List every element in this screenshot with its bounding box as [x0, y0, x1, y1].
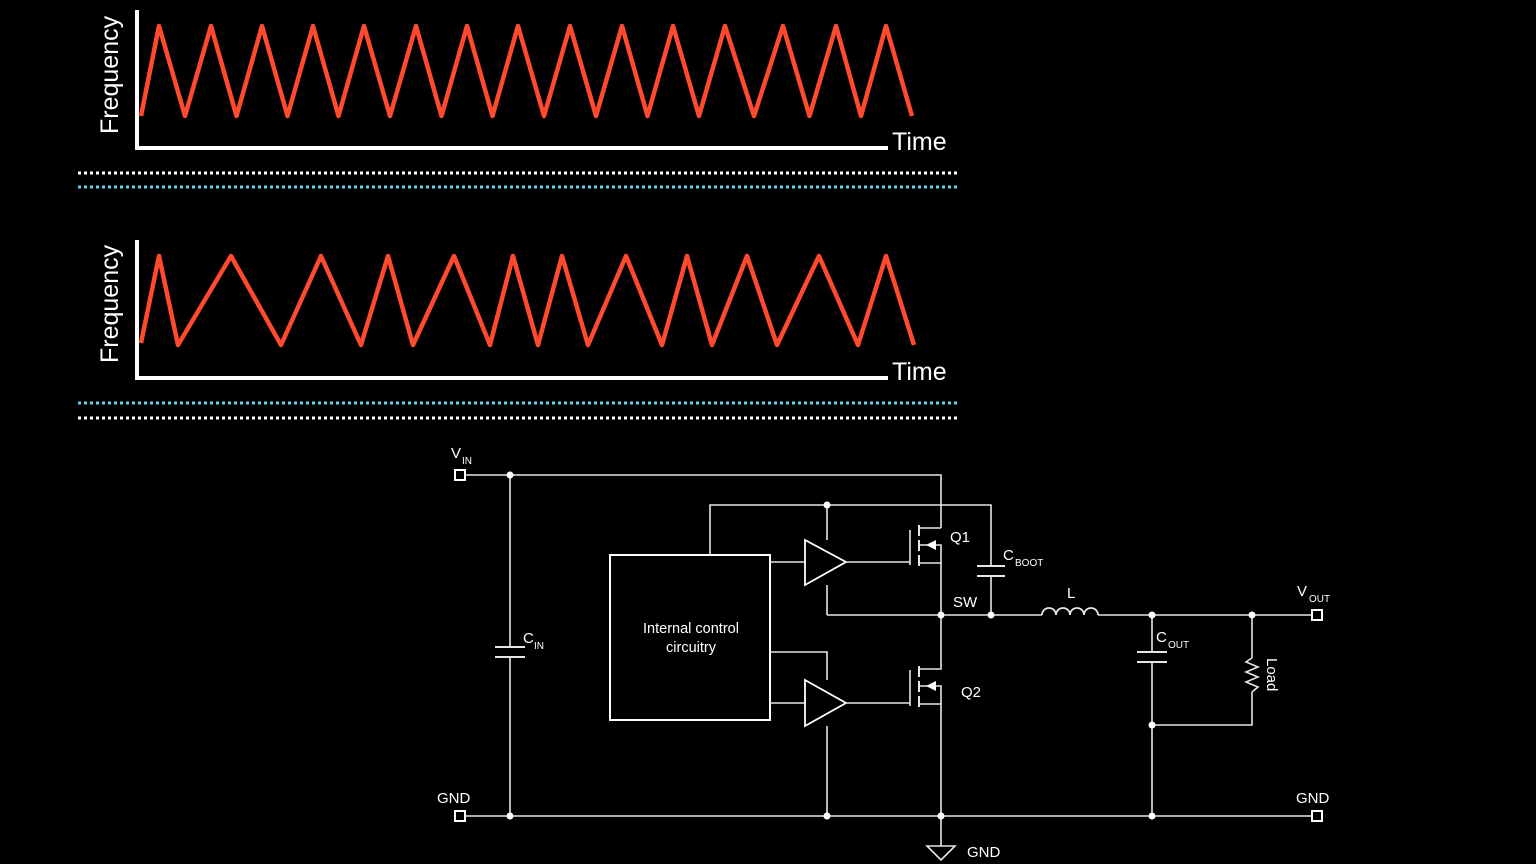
- chart-2-xlabel: Time: [892, 358, 947, 386]
- q1-label: Q1: [950, 529, 970, 546]
- chart-2-waveform: [138, 253, 917, 348]
- driver2-triangle: [804, 678, 848, 728]
- inductor-coil: [1041, 607, 1099, 616]
- cin-label: C: [523, 630, 534, 647]
- q2-mosfet: [909, 615, 942, 816]
- chart-2-axes: [135, 240, 888, 380]
- cout-label-sub: OUT: [1168, 640, 1189, 651]
- chart-2-ylabel: Frequency: [96, 244, 124, 363]
- driver1-triangle: [804, 538, 848, 587]
- chart-1-axes: [135, 10, 888, 150]
- vin-rail: [465, 474, 942, 528]
- control-label-line2: circuitry: [666, 640, 717, 656]
- load-wire-bottom: [1152, 692, 1253, 726]
- cin-label-sub: IN: [534, 641, 544, 652]
- vout-terminal: [1311, 609, 1323, 621]
- internal-control-box: [609, 554, 771, 721]
- chart-1-xlabel: Time: [892, 128, 947, 156]
- inductor-label: L: [1067, 585, 1075, 602]
- chart-1-ylabel: Frequency: [96, 15, 124, 134]
- chart-2: Frequency Time: [96, 240, 947, 386]
- cboot-label-sub: BOOT: [1015, 558, 1043, 569]
- control-label-line1: Internal control: [643, 621, 739, 637]
- buck-schematic: Internal control circuitry: [437, 445, 1330, 862]
- gnd-left-label: GND: [437, 790, 471, 807]
- vin-label: V: [451, 445, 461, 462]
- vout-label: V: [1297, 583, 1307, 600]
- gnd-left-terminal: [454, 810, 466, 822]
- q2-label: Q2: [961, 684, 981, 701]
- gnd-bottom-label: GND: [967, 844, 1001, 861]
- load-resistor: [1243, 657, 1261, 693]
- q1-mosfet: [909, 525, 942, 615]
- vin-terminal: [454, 469, 466, 481]
- vout-label-sub: OUT: [1309, 594, 1330, 605]
- junction-dots: [506, 471, 1256, 820]
- cout-label: C: [1156, 629, 1167, 646]
- cboot-label: C: [1003, 547, 1014, 564]
- sw-label: SW: [953, 594, 978, 611]
- vin-label-sub: IN: [462, 456, 472, 467]
- gnd-right-terminal: [1311, 810, 1323, 822]
- load-label: Load: [1263, 658, 1280, 691]
- gnd-symbol: [925, 845, 957, 862]
- chart-1: Frequency Time: [96, 10, 947, 156]
- bias-wire: [709, 504, 992, 566]
- ctrl-to-driver2: [770, 651, 828, 680]
- gnd-right-label: GND: [1296, 790, 1330, 807]
- chart-1-waveform: [138, 23, 915, 119]
